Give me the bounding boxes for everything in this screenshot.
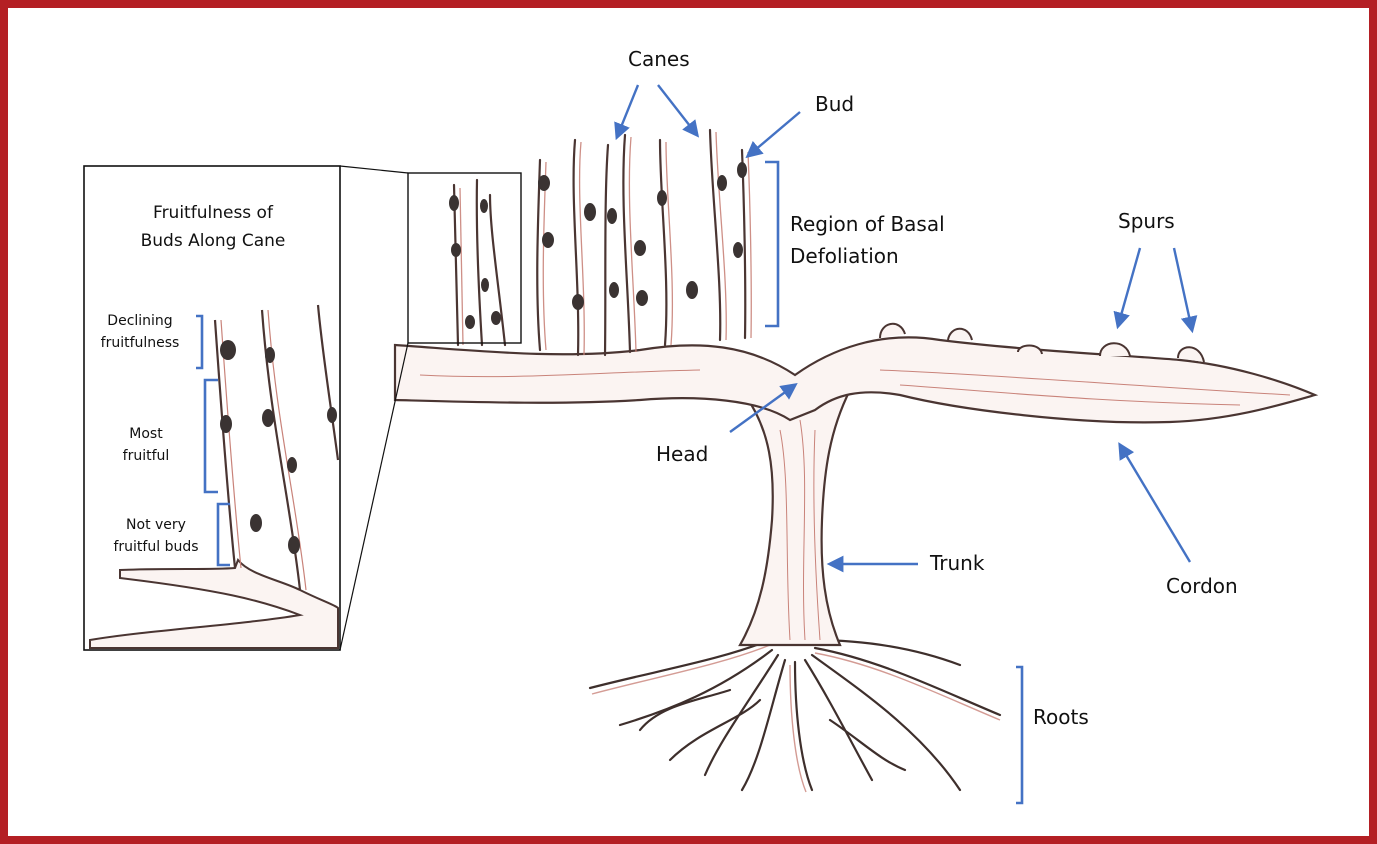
arrow-canes-right — [658, 85, 697, 135]
arrow-bud — [748, 112, 800, 156]
label-most-line2: fruitful — [106, 445, 186, 467]
label-bud: Bud — [815, 92, 854, 116]
label-cordon: Cordon — [1166, 574, 1238, 598]
arrow-canes-left — [617, 85, 638, 137]
label-trunk: Trunk — [930, 551, 984, 575]
label-region-line1: Region of Basal — [790, 212, 945, 236]
zoom-line-bottom — [340, 343, 408, 650]
arrow-spurs-right — [1174, 248, 1192, 330]
trunk-drawing — [740, 390, 850, 645]
zoom-box — [408, 173, 521, 343]
zoom-line-top — [340, 166, 408, 173]
cordon-drawing — [395, 337, 1315, 422]
inset-title-line2: Buds Along Cane — [100, 228, 326, 255]
arrow-spurs-left — [1118, 248, 1140, 326]
bracket-basal-defoliation — [765, 162, 778, 326]
label-declining-line1: Declining — [88, 310, 192, 332]
bracket-roots — [1016, 667, 1022, 803]
roots-drawing — [590, 640, 1000, 790]
label-notvery-line1: Not very — [98, 514, 214, 536]
label-declining-line2: fruitfulness — [88, 332, 192, 354]
label-roots: Roots — [1033, 705, 1089, 729]
inset-title-line1: Fruitfulness of — [100, 200, 326, 227]
label-notvery-line2: fruitful buds — [98, 536, 214, 558]
label-canes: Canes — [628, 47, 690, 71]
arrows — [617, 85, 1192, 564]
label-head: Head — [656, 442, 708, 466]
arrow-cordon — [1120, 445, 1190, 562]
label-spurs: Spurs — [1118, 209, 1175, 233]
label-region-line2: Defoliation — [790, 244, 899, 268]
label-most-line1: Most — [106, 423, 186, 445]
